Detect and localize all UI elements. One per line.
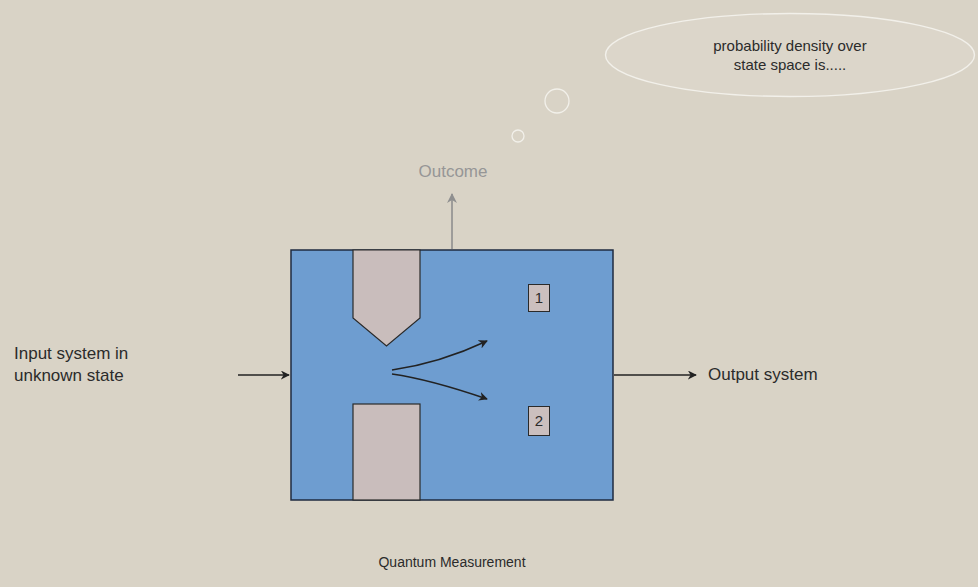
output-label: Output system (708, 364, 818, 386)
bottom-electrode (353, 404, 420, 500)
measurement-box (291, 250, 613, 500)
callout-number: 2 (535, 411, 543, 431)
thought-bubble: probability density over state space is.… (604, 12, 976, 98)
split-arrow (392, 341, 487, 370)
input-arrow (238, 374, 289, 376)
bubble-ellipse (606, 14, 975, 97)
figure-caption: Quantum Measurement (378, 553, 525, 571)
thought-dot (512, 130, 524, 142)
detector-box: 1 (528, 284, 550, 312)
input-label: Input system in unknown state (14, 343, 164, 387)
detector-box: 2 (528, 406, 550, 436)
outcome-arrow (451, 194, 453, 249)
output-arrow (614, 374, 696, 376)
top-electrode (353, 250, 420, 346)
split-arrow (392, 374, 487, 399)
thought-text: probability density over state space is.… (698, 36, 883, 75)
bubble-outline (604, 12, 976, 98)
outcome-label: Outcome (419, 161, 488, 183)
thought-dot (545, 89, 569, 113)
callout-number: 1 (535, 288, 543, 308)
